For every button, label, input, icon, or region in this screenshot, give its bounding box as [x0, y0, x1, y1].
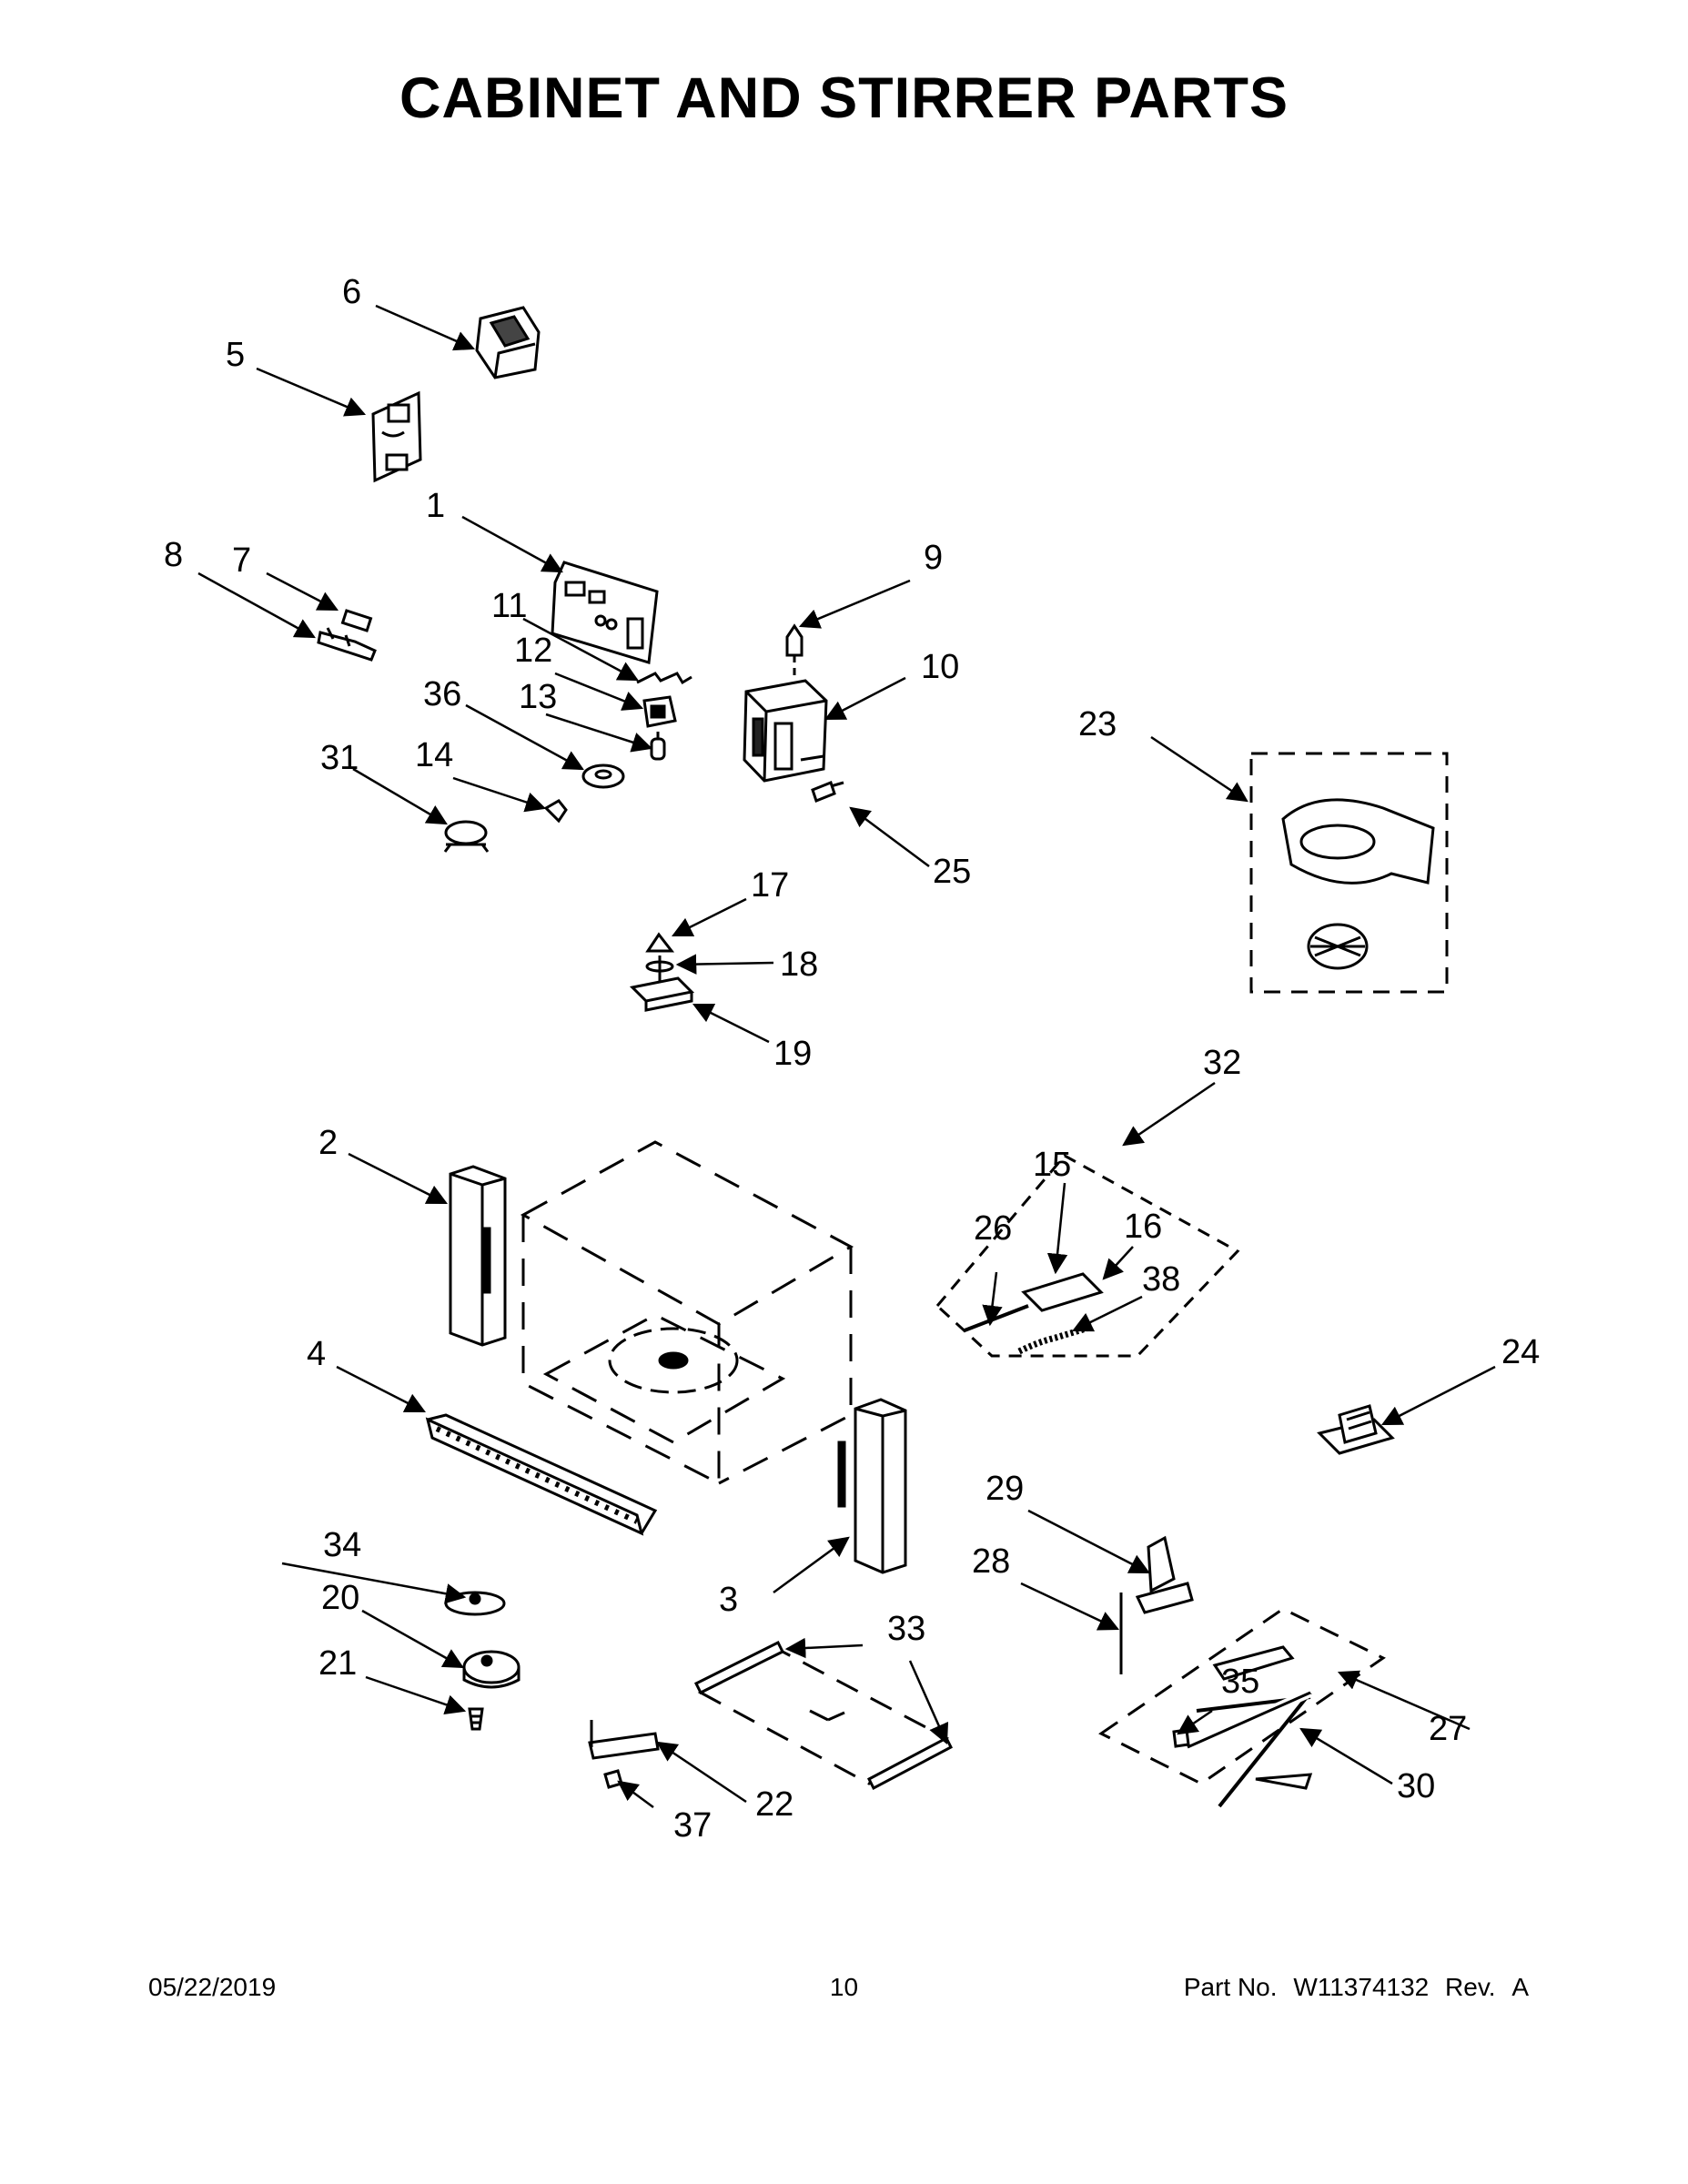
page-title: CABINET AND STIRRER PARTS	[399, 66, 1289, 130]
callout-20: 20	[321, 1579, 359, 1617]
callout-34: 34	[323, 1526, 361, 1564]
callout-25: 25	[933, 853, 971, 891]
revision-label: Rev.	[1445, 1973, 1496, 2001]
part-37-screw	[603, 1769, 623, 1789]
part-27-stirrer-drive	[1098, 1607, 1386, 1808]
callout-5: 5	[226, 336, 245, 374]
part-23-blower-assembly	[1249, 752, 1449, 994]
part-29-bracket	[1135, 1535, 1194, 1614]
footer-date: 05/22/2019	[148, 1973, 277, 2001]
part-25-screw	[811, 781, 844, 803]
callout-26: 26	[974, 1209, 1012, 1248]
part-32-sensor-assembly	[935, 1154, 1240, 1358]
part-8-fuse-holder	[317, 627, 377, 662]
part-13-plug	[650, 732, 666, 761]
part-5-relay-board	[371, 390, 422, 483]
stirrer-cover	[608, 1327, 739, 1394]
callout-36: 36	[423, 675, 461, 713]
callout-27: 27	[1429, 1710, 1467, 1748]
callout-37: 37	[673, 1806, 712, 1845]
callout-33: 33	[887, 1610, 925, 1648]
part-17-18-19-mount	[629, 932, 695, 1012]
callout-29: 29	[986, 1470, 1024, 1508]
callout-22: 22	[755, 1785, 793, 1824]
part-31-thermostat	[443, 820, 490, 853]
part-7-fuse	[340, 609, 373, 632]
callout-8: 8	[164, 536, 183, 574]
part-10-transformer	[743, 679, 828, 783]
callout-18: 18	[780, 945, 818, 984]
callout-28: 28	[972, 1542, 1010, 1581]
part-11-wire	[636, 672, 692, 685]
part-20-stirrer-motor	[462, 1650, 521, 1689]
part-1-control-board	[551, 561, 659, 664]
footer-part-number: Part No. W11374132 Rev. A	[1175, 1973, 1529, 2002]
part-24-module	[1317, 1404, 1395, 1455]
part-number-label: Part No.	[1183, 1973, 1278, 2001]
footer-page-number: 10	[829, 1973, 859, 2001]
part-36-washer	[581, 763, 625, 789]
revision-value: A	[1511, 1973, 1529, 2001]
callout-4: 4	[307, 1335, 326, 1373]
callout-30: 30	[1397, 1767, 1435, 1805]
oven-cavity	[520, 1140, 854, 1486]
part-14-clip	[543, 799, 568, 824]
callout-11: 11	[491, 587, 527, 625]
callout-23: 23	[1078, 705, 1117, 743]
part-6-block	[475, 306, 541, 379]
part-21-screw	[468, 1707, 484, 1731]
callout-17: 17	[751, 866, 789, 905]
callout-38: 38	[1142, 1260, 1180, 1299]
callout-35: 35	[1221, 1663, 1259, 1701]
callout-19: 19	[773, 1035, 812, 1073]
part-number-value: W11374132	[1293, 1973, 1430, 2001]
callout-1: 1	[426, 487, 445, 525]
callout-32: 32	[1203, 1044, 1241, 1082]
callout-24: 24	[1501, 1333, 1540, 1371]
callout-21: 21	[318, 1644, 357, 1683]
part-12-switch	[642, 695, 677, 728]
callout-12: 12	[514, 632, 552, 670]
part-4-vent-rail	[425, 1413, 658, 1536]
callout-3: 3	[719, 1581, 738, 1619]
callout-9: 9	[924, 539, 943, 577]
callout-6: 6	[342, 273, 361, 311]
part-9-connector	[785, 623, 804, 681]
callout-16: 16	[1124, 1208, 1162, 1246]
part-22-probe	[588, 1720, 660, 1760]
part-3-side-panel	[837, 1398, 907, 1574]
part-2-side-panel	[449, 1165, 507, 1347]
callout-13: 13	[519, 678, 557, 716]
callout-15: 15	[1033, 1146, 1071, 1184]
callout-14: 14	[415, 736, 453, 774]
callout-2: 2	[318, 1124, 338, 1162]
callout-7: 7	[232, 541, 251, 580]
callout-10: 10	[921, 648, 959, 686]
callout-31: 31	[320, 739, 359, 777]
